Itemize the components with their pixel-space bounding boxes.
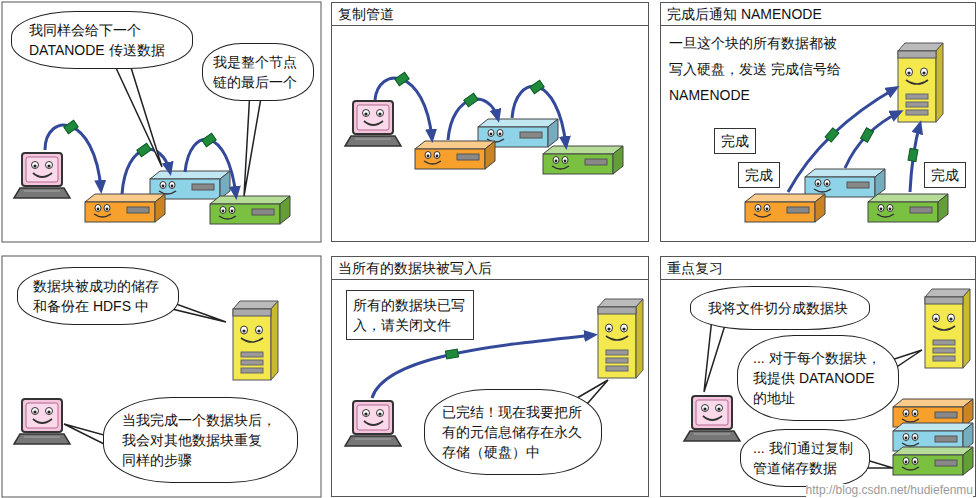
data-block: [445, 349, 458, 359]
namenode-server: [898, 43, 943, 122]
data-arrow: [45, 125, 101, 190]
node-text: ... 对于每个数据块， 我提供 DATANODE 的地址: [753, 348, 883, 408]
panel-title: 重点复习: [661, 257, 975, 280]
node-text: 完成: [721, 131, 749, 151]
data-block: [530, 80, 544, 93]
datanode-server: [893, 447, 973, 475]
speech-bubble: 数据块被成功的储存 和备份在 HDFS 中: [17, 267, 180, 324]
speech-bubble: 当我完成一个数据块后， 我会对其他数据块重复 同样的步骤: [103, 397, 298, 483]
data-block: [137, 143, 151, 156]
bubble-tail: [244, 90, 262, 196]
label-box: 完成: [924, 162, 966, 188]
node-text: 当我完成一个数据块后， 我会对其他数据块重复 同样的步骤: [122, 410, 278, 470]
node-text: ... 我们通过复制 管道储存数据: [753, 438, 857, 478]
datanode-server: [85, 194, 165, 222]
data-block: [861, 128, 874, 142]
client-laptop: [684, 396, 740, 441]
datanode-server: [745, 194, 825, 222]
speech-bubble: 我同样会给下一个 DATANODE 传送数据: [11, 11, 194, 68]
data-arrow: [512, 86, 566, 146]
label-box: 完成: [738, 162, 780, 188]
node-text: 我将文件切分成数据块: [708, 298, 852, 318]
panel-title: 完成后通知 NAMENODE: [661, 3, 975, 26]
client-laptop: [345, 101, 401, 146]
client-laptop: [345, 401, 401, 446]
node-text: 所有的数据块已写 入，请关闭文件: [353, 295, 467, 335]
speech-bubble: ... 对于每个数据块， 我提供 DATANODE 的地址: [737, 335, 900, 421]
speech-bubble: 我是整个节点 链的最后一个: [202, 43, 315, 100]
node-text: 已完结！现在我要把所 有的元信息储存在永久 存储（硬盘）中: [442, 402, 584, 462]
client-laptop: [14, 153, 70, 198]
datanode-server: [805, 169, 885, 197]
data-block: [64, 120, 78, 133]
datanode-server: [868, 194, 948, 222]
speech-bubble: 已完结！现在我要把所 有的元信息储存在永久 存储（硬盘）中: [424, 389, 602, 475]
bubble-tail: [110, 55, 162, 167]
signal-arrow: [788, 88, 896, 192]
comic-panel: 当所有的数据块被写入后所有的数据块已写 入，请关闭文件已完结！现在我要把所 有的…: [331, 256, 649, 497]
panel-frame: [2, 2, 321, 242]
signal-arrow: [845, 112, 900, 168]
panel-title: 当所有的数据块被写入后: [332, 257, 648, 280]
datanode-server: [543, 146, 623, 174]
node-text: 完成: [931, 165, 959, 185]
data-block: [825, 128, 839, 142]
panel-title: 复制管道: [332, 3, 648, 26]
bubble-tail: [704, 318, 726, 392]
namenode-server: [233, 301, 278, 380]
node-text: 我是整个节点 链的最后一个: [213, 52, 303, 92]
data-block: [464, 93, 478, 106]
label-box: 完成: [714, 128, 756, 154]
message-box: 所有的数据块已写 入，请关闭文件: [346, 290, 474, 340]
watermark: http://blog.csdn.net/hudiefenmu: [806, 484, 973, 497]
speech-bubble: 我将文件切分成数据块: [690, 286, 870, 330]
node-text: 我同样会给下一个 DATANODE 传送数据: [29, 20, 175, 60]
comic-panel: 重点复习我将文件切分成数据块 ... 对于每个数据块， 我提供 DATANODE …: [660, 256, 976, 497]
node-text: 数据块被成功的储存 和备份在 HDFS 中: [33, 276, 163, 316]
data-arrow: [448, 99, 498, 140]
panel-frame: [2, 256, 321, 497]
data-block: [202, 133, 216, 146]
datanode-server: [210, 196, 290, 224]
client-laptop: [14, 399, 70, 444]
data-arrow: [185, 139, 236, 196]
data-arrow: [122, 149, 170, 194]
data-block: [908, 148, 918, 161]
comic-panel: 完成后通知 NAMENODE 一旦这个块的所有数据都被 写入硬盘，发送 完成信号给…: [660, 2, 976, 242]
data-arrow: [375, 78, 432, 139]
node-text: 完成: [745, 165, 773, 185]
datanode-server: [415, 141, 495, 169]
speech-bubble: ... 我们通过复制 管道储存数据: [740, 429, 870, 486]
data-block: [395, 72, 409, 85]
comic-panel: 复制管道: [331, 2, 649, 242]
panel-text: 一旦这个块的所有数据都被 写入硬盘，发送 完成信号给 NAMENODE: [669, 30, 851, 108]
namenode-server: [598, 299, 643, 378]
namenode-server: [925, 289, 970, 368]
